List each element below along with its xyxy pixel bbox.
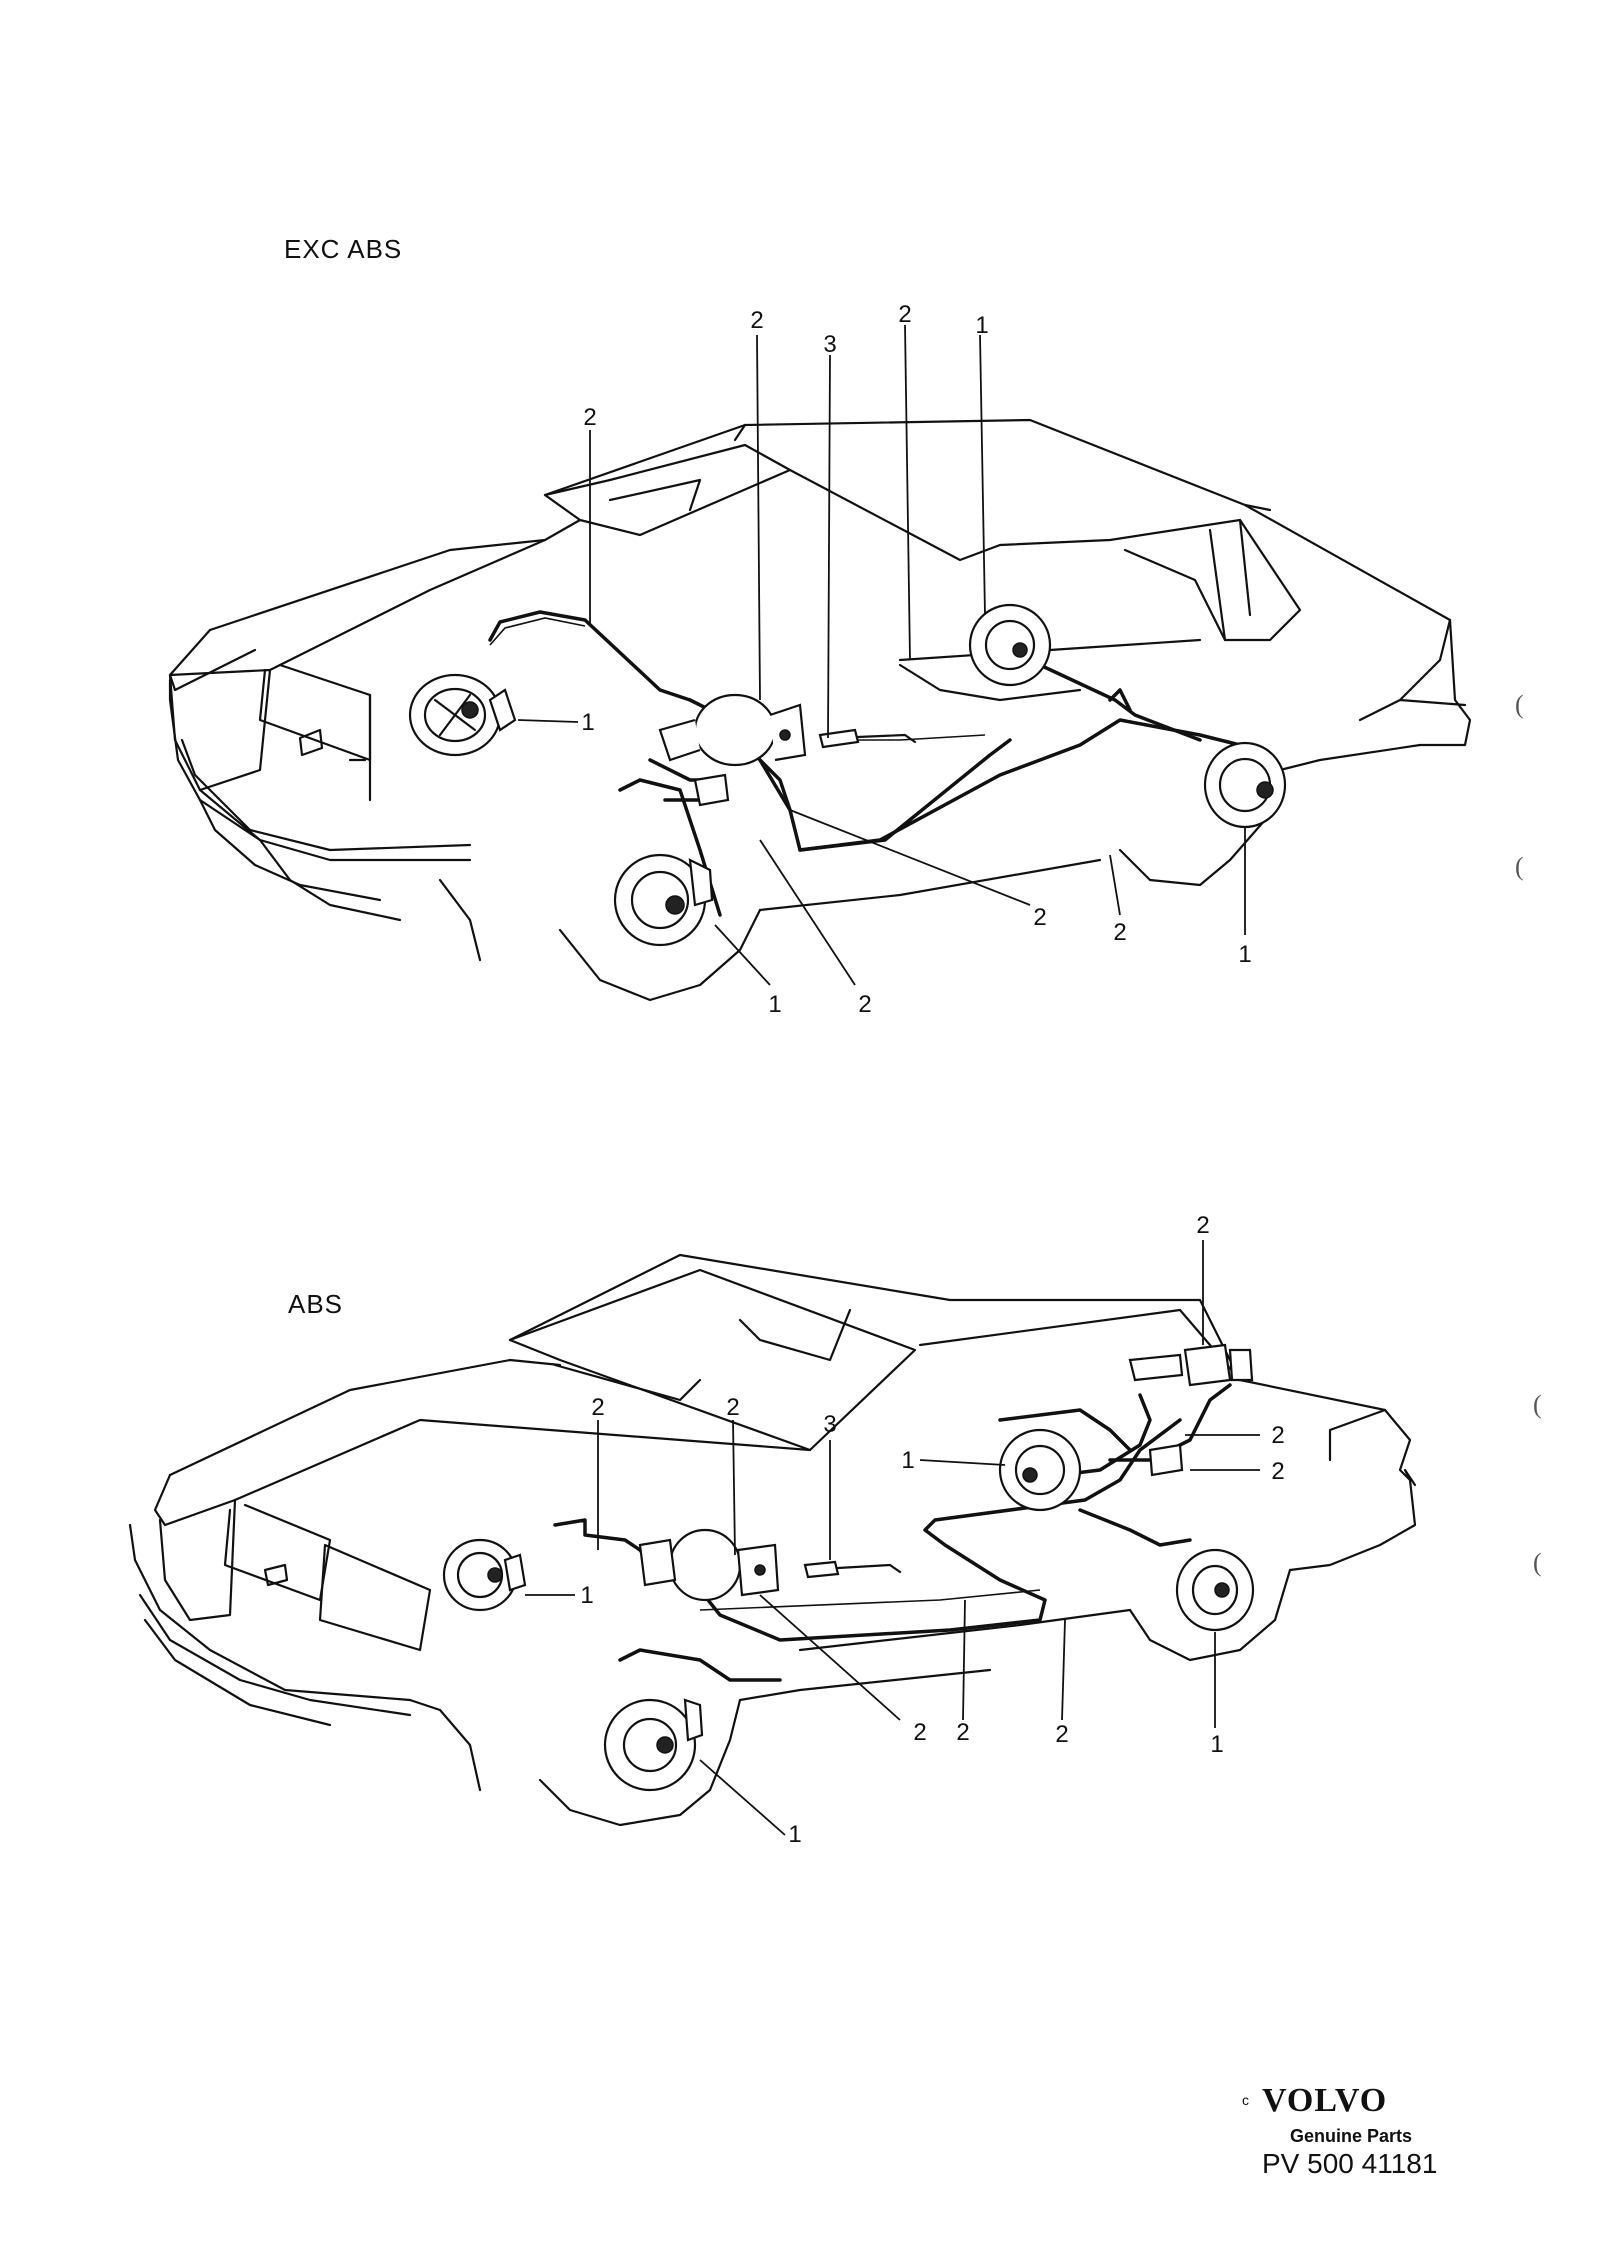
brake-parts-top: [408, 603, 1287, 947]
car-outline-bottom: [128, 1253, 1417, 1827]
callout-bottom-1: 2: [591, 1394, 604, 1421]
copyright-mark: c: [1242, 2092, 1249, 2108]
callout-bottom-10: 2: [956, 1719, 969, 1746]
callout-top-4: 1: [975, 312, 988, 339]
callout-top-11: 2: [858, 991, 871, 1018]
callouts-top: 2 3 2 1 2 1 2 2 1 1 2: [581, 301, 1251, 1018]
callout-top-7: 2: [1033, 904, 1046, 931]
leader-lines-bottom: [525, 1240, 1260, 1836]
brake-booster-bottom: [668, 1528, 742, 1602]
brake-rod-bottom: [803, 1560, 840, 1579]
volvo-logo: VOLVO: [1262, 2082, 1388, 2119]
callout-top-8: 2: [1113, 919, 1126, 946]
brake-disc-front-right-bottom: [603, 1698, 697, 1792]
brake-disc-rear-left-top: [968, 603, 1052, 687]
callout-bottom-5: 1: [901, 1447, 914, 1474]
brake-rod-top: [818, 728, 860, 749]
margin-mark-2: (: [1515, 852, 1524, 881]
brake-booster-top: [693, 693, 777, 767]
callout-bottom-13: 1: [788, 1821, 801, 1848]
callout-top-2: 3: [823, 331, 836, 358]
callout-bottom-12: 1: [1210, 1731, 1223, 1758]
callout-top-10: 1: [768, 991, 781, 1018]
car-outline-top: [168, 418, 1472, 1002]
part-reference-number: PV 500 41181: [1262, 2148, 1438, 2179]
callout-top-3: 2: [750, 307, 763, 334]
brake-pipes-bottom: [553, 1383, 1232, 1682]
brake-disc-rear-left-bottom: [998, 1428, 1082, 1512]
junction-block: [1148, 1443, 1184, 1477]
margin-mark-1: (: [1515, 690, 1524, 719]
margin-mark-4: (: [1533, 1548, 1542, 1577]
callout-top-9: 1: [1238, 941, 1251, 968]
callout-bottom-4: 2: [1196, 1212, 1209, 1239]
callout-bottom-9: 2: [913, 1719, 926, 1746]
callout-bottom-2: 2: [726, 1394, 739, 1421]
callout-top-1: 2: [583, 404, 596, 431]
brake-parts-bottom: [442, 1343, 1255, 1792]
callout-bottom-8: 1: [580, 1582, 593, 1609]
leader-lines-top: [517, 324, 1246, 986]
abs-modulator: [1183, 1343, 1232, 1387]
brake-pipes-top: [488, 610, 1242, 917]
callout-top-5: 2: [898, 301, 911, 328]
callout-top-6: 1: [581, 709, 594, 736]
callout-bottom-11: 2: [1055, 1721, 1068, 1748]
callout-bottom-6: 2: [1271, 1422, 1284, 1449]
valve-block-top: [693, 773, 730, 807]
callout-bottom-7: 2: [1271, 1458, 1284, 1485]
section-heading-abs: ABS: [288, 1289, 344, 1319]
callouts-bottom: 2 2 3 2 1 2 2 1 2 2 2 1 1: [580, 1212, 1284, 1848]
genuine-parts-tagline: Genuine Parts: [1290, 2126, 1413, 2146]
margin-mark-3: (: [1533, 1390, 1542, 1419]
callout-bottom-3: 3: [823, 1411, 836, 1438]
brake-disc-rear-right-top: [1203, 741, 1287, 829]
section-heading-exc-abs: EXC ABS: [284, 234, 403, 264]
brake-disc-front-left-bottom: [442, 1538, 518, 1612]
